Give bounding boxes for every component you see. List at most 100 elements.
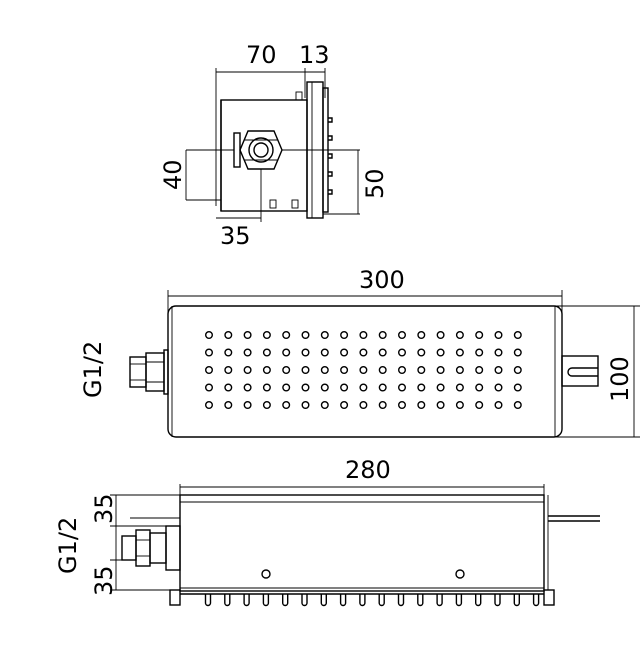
thread-label-top: G1/2 [79, 341, 107, 398]
nozzle-hole [513, 401, 522, 410]
nozzle-hole [301, 348, 310, 357]
nozzle-hole [243, 348, 252, 357]
nozzle-hole [359, 383, 368, 392]
front-body [179, 494, 545, 592]
nozzle-hole [282, 366, 291, 375]
nozzle-tip [359, 594, 366, 607]
nozzle-tip [224, 594, 231, 607]
nozzle-hole [204, 331, 213, 340]
nozzle-hole [282, 348, 291, 357]
nozzle-hole [475, 348, 484, 357]
nozzle-hole [475, 366, 484, 375]
nozzle-hole [204, 348, 213, 357]
nozzle-hole [262, 348, 271, 357]
nozzle-hole [224, 401, 233, 410]
nozzle-hole [282, 383, 291, 392]
nozzle-tip [475, 594, 482, 607]
nozzle-hole [224, 366, 233, 375]
dim-side-depth: 70 [246, 41, 277, 69]
nozzle-tip [532, 594, 540, 607]
nozzle-hole [494, 401, 503, 410]
nozzle-hole [436, 366, 445, 375]
front-view: 280 35 G1/2 35 [54, 456, 600, 607]
nozzle-hole [436, 401, 445, 410]
nozzle-hole [417, 348, 426, 357]
nozzle-hole [455, 401, 464, 410]
nozzle-hole [320, 348, 329, 357]
nozzle-hole [359, 401, 368, 410]
nozzle-tip [243, 594, 250, 607]
dim-side-offset: 35 [220, 222, 251, 250]
dim-front-length: 280 [345, 456, 391, 484]
nozzle-hole [398, 366, 407, 375]
nozzle-hole [436, 348, 445, 357]
nozzle-hole [417, 383, 426, 392]
nozzle-hole [398, 348, 407, 357]
nozzle-hole [301, 331, 310, 340]
dim-top-width: 100 [606, 356, 634, 402]
nozzle-hole [398, 401, 407, 410]
nozzle-hole [494, 331, 503, 340]
nozzle-hole [417, 331, 426, 340]
nozzle-hole [436, 383, 445, 392]
nozzle-hole [455, 383, 464, 392]
nozzle-hole [436, 331, 445, 340]
nozzle-hole [224, 331, 233, 340]
nozzle-hole [262, 401, 271, 410]
nozzle-row [204, 594, 540, 607]
nozzle-hole [243, 366, 252, 375]
nozzle-hole [204, 383, 213, 392]
nozzle-tip [339, 594, 347, 607]
nozzle-hole [301, 366, 310, 375]
nozzle-hole [398, 331, 407, 340]
nozzle-hole [455, 348, 464, 357]
nozzle-tip [417, 594, 424, 607]
nozzle-tip [301, 594, 308, 607]
nozzle-hole [494, 348, 503, 357]
nozzle-hole [243, 401, 252, 410]
dim-front-upper: 35 [90, 493, 118, 524]
nozzle-hole [455, 331, 464, 340]
nozzle-tip [320, 594, 327, 607]
nozzle-hole [417, 401, 426, 410]
nozzle-hole [378, 331, 387, 340]
nozzle-hole [378, 401, 387, 410]
nozzle-hole [475, 383, 484, 392]
dim-side-height: 40 [159, 159, 187, 190]
thread-label-front: G1/2 [54, 517, 82, 574]
dim-side-outer: 50 [361, 168, 389, 199]
nozzle-hole [513, 383, 522, 392]
nozzle-hole [243, 331, 252, 340]
nozzle-hole [243, 383, 252, 392]
nozzle-hole [262, 383, 271, 392]
nozzle-tip [513, 594, 520, 607]
nozzle-hole [320, 331, 329, 340]
hex-nut [239, 130, 283, 170]
nozzle-hole [301, 383, 310, 392]
nozzle-hole [359, 348, 368, 357]
nozzle-hole [359, 331, 368, 340]
nozzle-hole [513, 348, 522, 357]
nozzle-hole-grid [204, 331, 522, 410]
dim-top-length: 300 [359, 266, 405, 294]
nozzle-hole [340, 348, 349, 357]
nozzle-hole [513, 366, 522, 375]
nozzle-hole [224, 348, 233, 357]
dim-front-lower: 35 [90, 565, 118, 596]
nozzle-hole [204, 366, 213, 375]
nozzle-hole [494, 366, 503, 375]
nozzle-hole [475, 331, 484, 340]
nozzle-tip [378, 594, 385, 607]
nozzle-tip [204, 594, 212, 607]
nozzle-hole [224, 383, 233, 392]
nozzle-hole [455, 366, 464, 375]
nozzle-hole [340, 331, 349, 340]
nozzle-hole [378, 383, 387, 392]
nozzle-hole [262, 331, 271, 340]
nozzle-tip [436, 594, 443, 607]
nozzle-hole [378, 366, 387, 375]
top-view: 300 100 G1/2 [79, 266, 640, 438]
nozzle-tip [455, 594, 463, 607]
nozzle-hole [378, 348, 387, 357]
